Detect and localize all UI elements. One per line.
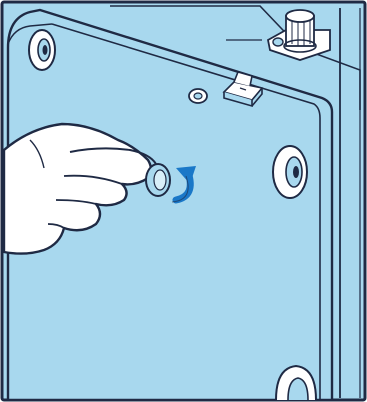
cap-icon — [146, 164, 170, 196]
screw-hole-icon — [189, 89, 207, 103]
rubber-foot-icon — [273, 146, 307, 198]
rubber-foot-icon — [29, 30, 55, 70]
